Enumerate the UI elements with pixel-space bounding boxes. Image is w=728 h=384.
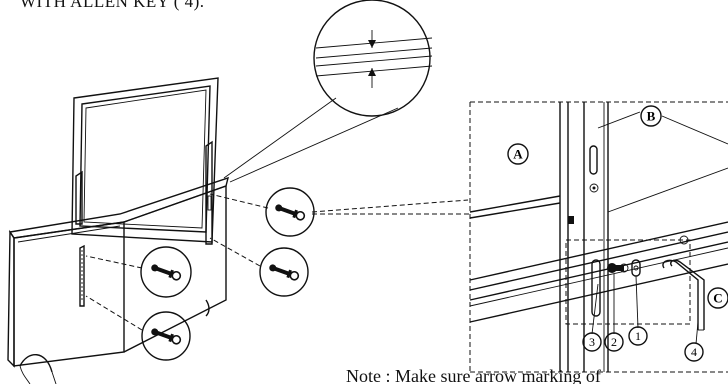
callout-C: C: [707, 287, 728, 309]
part-number-3: 3: [582, 332, 602, 352]
part-number-4-label: 4: [691, 345, 697, 359]
gap-detail-callout: [223, 0, 433, 183]
callout-A: A: [507, 143, 529, 165]
dresser-illustration: [7, 176, 229, 384]
part-number-2: 2: [604, 332, 624, 352]
part-number-4: 4: [684, 342, 704, 362]
callout-C-label: C: [713, 291, 722, 306]
callout-B-label: B: [647, 109, 656, 124]
instruction-header-text: WITH ALLEN KEY ( 4).: [20, 0, 205, 11]
part-number-1-label: 1: [635, 329, 641, 343]
part-number-1: 1: [628, 326, 648, 346]
callout-B: B: [640, 105, 662, 127]
bolt-detail-circle-bottom: [85, 295, 191, 361]
note-text: Note : Make sure arrow marking of: [346, 366, 601, 384]
enlarged-detail-panel: [469, 101, 728, 373]
part-number-2-label: 2: [611, 335, 617, 349]
bolt-detail-circle-middle-right: [209, 237, 309, 297]
leader-top-bolt: [209, 193, 269, 209]
callout-A-label: A: [513, 147, 523, 162]
mirror-illustration: [71, 77, 219, 245]
part-number-3-label: 3: [589, 335, 595, 349]
bolt-detail-circle-middle-left: [85, 246, 192, 298]
bolt-detail-circle-top: [265, 187, 470, 237]
